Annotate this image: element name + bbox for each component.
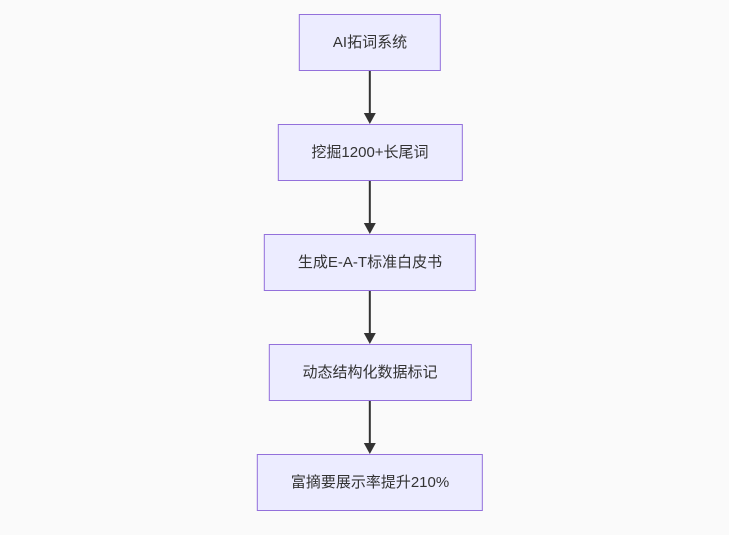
down-arrow-icon [364, 71, 376, 124]
down-arrow-icon [364, 291, 376, 344]
flowchart: AI拓词系统 挖掘1200+长尾词 生成E-A-T标准白皮书 动态结构化数据标记… [256, 14, 484, 511]
down-arrow-icon [364, 181, 376, 234]
flow-node-2: 挖掘1200+长尾词 [277, 124, 463, 181]
down-arrow-icon [364, 401, 376, 454]
flow-node-3: 生成E-A-T标准白皮书 [263, 234, 477, 291]
flow-node-1: AI拓词系统 [298, 14, 442, 71]
flow-node-5: 富摘要展示率提升210% [256, 454, 484, 511]
flow-node-4: 动态结构化数据标记 [268, 344, 472, 401]
